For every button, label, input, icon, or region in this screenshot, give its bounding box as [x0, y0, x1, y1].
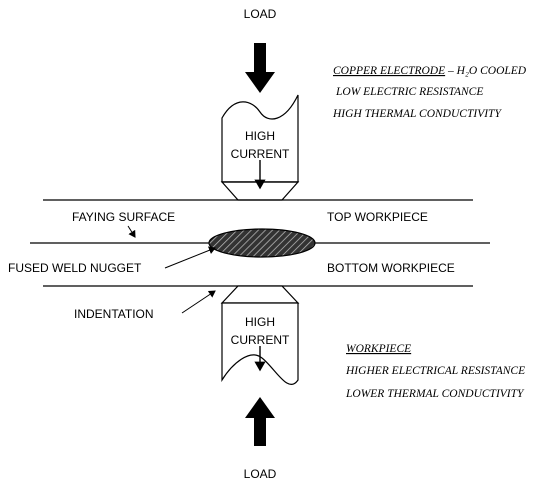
bottom-workpiece-label: BOTTOM WORKPIECE [327, 261, 455, 275]
bottom-electrode-current-label-2: CURRENT [231, 333, 290, 347]
workpiece-notes-line1: HIGHER ELECTRICAL RESISTANCE [345, 365, 525, 377]
electrode-notes-title: COPPER ELECTRODE – H₂O COOLED [333, 65, 527, 77]
electrode-notes-line2: HIGH THERMAL CONDUCTIVITY [332, 108, 502, 120]
load-bottom-label: LOAD [244, 467, 277, 481]
faying-surface-label: FAYING SURFACE [72, 210, 175, 224]
indentation-label: INDENTATION [74, 307, 154, 321]
weld-nugget-pointer-icon [164, 246, 216, 269]
faying-surface-pointer-icon [127, 225, 136, 238]
top-electrode: HIGH CURRENT [220, 94, 300, 201]
weld-nugget-label: FUSED WELD NUGGET [8, 261, 142, 275]
indentation-pointer-icon [181, 290, 216, 314]
electrode-notes-line1: LOW ELECTRIC RESISTANCE [335, 86, 483, 98]
load-arrow-down-icon [245, 43, 275, 93]
workpiece-notes-line2: LOWER THERMAL CONDUCTIVITY [345, 388, 525, 400]
load-arrow-up-icon [245, 397, 275, 446]
load-top-label: LOAD [244, 7, 277, 21]
top-electrode-current-label-2: CURRENT [231, 147, 290, 161]
workpiece-notes-title: WORKPIECE [346, 343, 411, 355]
bottom-electrode: HIGH CURRENT [220, 285, 300, 386]
top-workpiece-label: TOP WORKPIECE [327, 210, 428, 224]
top-electrode-current-label-1: HIGH [245, 129, 275, 143]
weld-nugget-shape [208, 228, 316, 258]
bottom-electrode-current-label-1: HIGH [245, 315, 275, 329]
